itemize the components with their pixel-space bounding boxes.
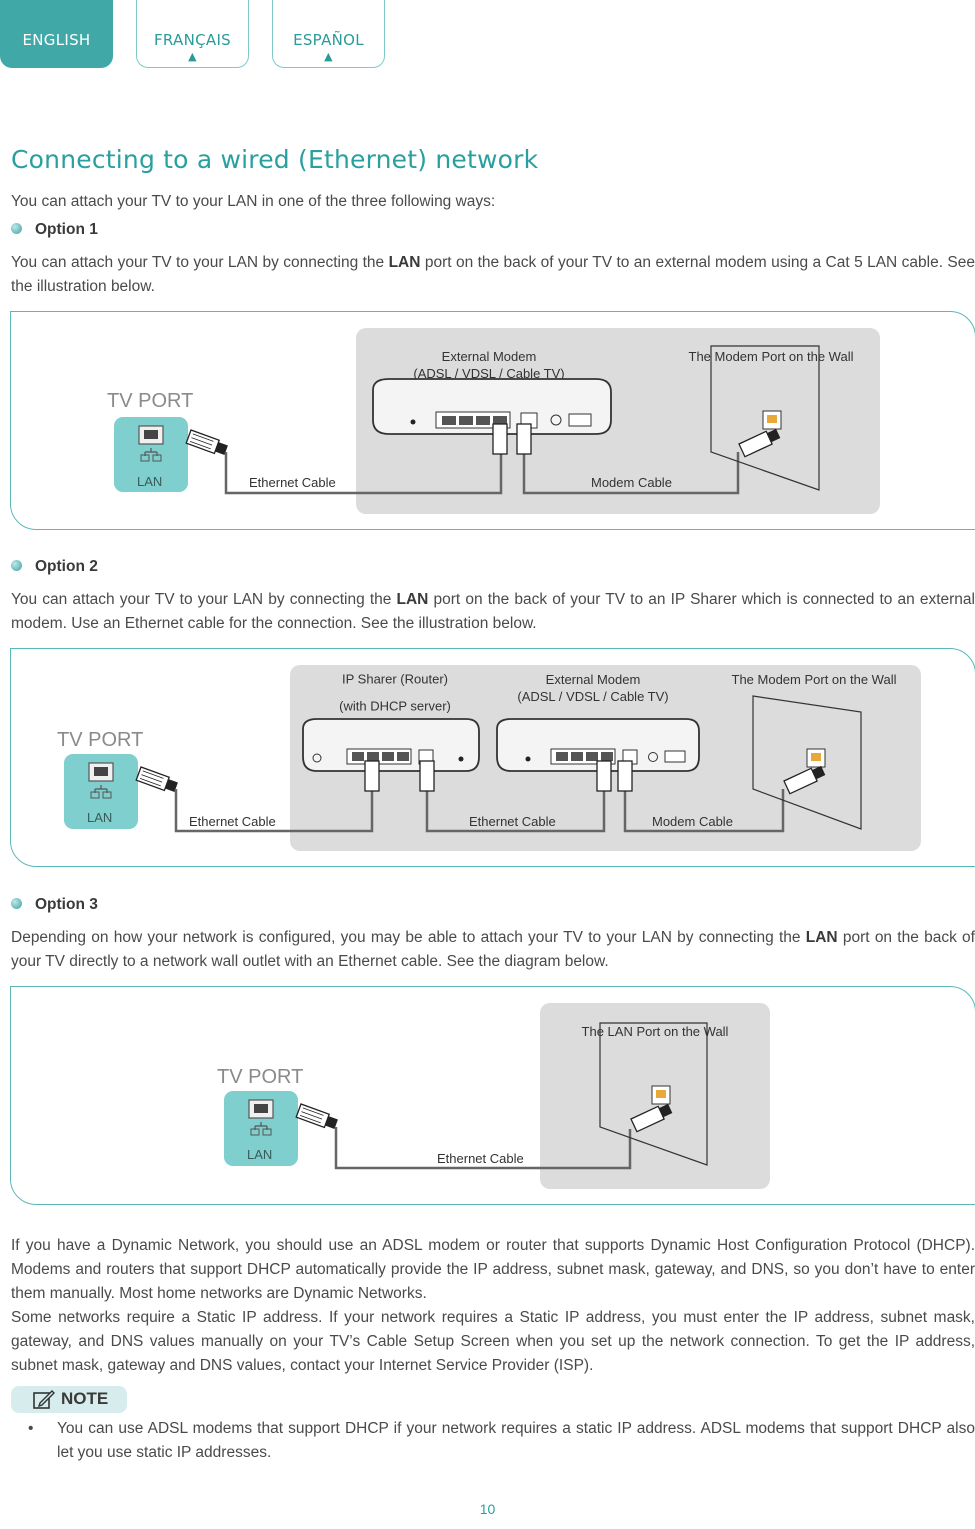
bullet-icon bbox=[11, 560, 22, 571]
note-item: • You can use ADSL modems that support D… bbox=[28, 1417, 975, 1465]
lan-port-icon bbox=[248, 1099, 274, 1136]
ethernet-cable-line bbox=[224, 447, 503, 495]
tv-port-label: TV PORT bbox=[217, 1066, 303, 1088]
wall-outlet-icon bbox=[752, 695, 862, 830]
triangle-up-icon: ▲ bbox=[324, 50, 333, 63]
modem-label-line2: (ADSL / VDSL / Cable TV) bbox=[517, 689, 668, 704]
lan-port-box bbox=[64, 754, 138, 829]
modem-label-line1: External Modem bbox=[442, 349, 537, 364]
note-pencil-icon bbox=[33, 1390, 55, 1409]
lan-port-box bbox=[224, 1091, 298, 1166]
ethernet-plug-icon bbox=[364, 760, 435, 792]
ethernet-plug-icon bbox=[738, 428, 781, 458]
ethernet-plug-icon bbox=[185, 429, 228, 455]
lan-label: LAN bbox=[137, 474, 162, 489]
tab-francais[interactable]: FRANÇAIS ▲ bbox=[136, 0, 249, 68]
note-badge: NOTE bbox=[11, 1386, 127, 1413]
tv-port-label: TV PORT bbox=[107, 390, 193, 412]
bullet-dot-icon: • bbox=[28, 1420, 34, 1437]
tab-english[interactable]: ENGLISH bbox=[0, 0, 113, 68]
lan-label: LAN bbox=[247, 1147, 272, 1162]
ethernet-cable-line-2 bbox=[425, 784, 606, 833]
ethernet-cable-label-1: Ethernet Cable bbox=[189, 814, 276, 829]
ethernet-cable-label: Ethernet Cable bbox=[437, 1151, 524, 1166]
ethernet-plug-icon bbox=[135, 766, 178, 792]
option3-heading: Option 3 bbox=[11, 896, 98, 914]
lan-port-icon bbox=[138, 425, 164, 462]
tab-espanol[interactable]: ESPAÑOL ▲ bbox=[272, 0, 385, 68]
option2-diagram: TV PORT LAN Ethernet Cable Ethernet Cabl… bbox=[10, 648, 975, 867]
option3-text: Depending on how your network is configu… bbox=[11, 929, 975, 970]
router-label-line1: IP Sharer (Router) bbox=[342, 672, 448, 687]
ethernet-plug-icon bbox=[492, 423, 532, 455]
modem-label-line1: External Modem bbox=[546, 672, 641, 687]
ethernet-cable-line-1 bbox=[174, 784, 374, 833]
note-label: NOTE bbox=[61, 1389, 109, 1408]
option2-heading: Option 2 bbox=[11, 558, 98, 576]
wall-outlet-icon bbox=[710, 345, 820, 491]
bullet-icon bbox=[11, 898, 22, 909]
ethernet-plug-icon bbox=[783, 765, 826, 795]
option1-heading: Option 1 bbox=[11, 221, 98, 239]
wall-outlet-icon bbox=[599, 1022, 708, 1166]
lan-port-icon bbox=[88, 762, 114, 799]
tv-port-label: TV PORT bbox=[57, 729, 143, 751]
bullet-icon bbox=[11, 223, 22, 234]
modem-cable-label: Modem Cable bbox=[591, 475, 672, 490]
diagram-background bbox=[356, 328, 880, 514]
lan-label: LAN bbox=[87, 810, 112, 825]
modem-icon bbox=[496, 718, 700, 772]
modem-icon bbox=[372, 378, 612, 435]
intro-text: You can attach your TV to your LAN in on… bbox=[11, 193, 496, 210]
note-item-text: You can use ADSL modems that support DHC… bbox=[57, 1420, 975, 1461]
ethernet-plug-icon bbox=[295, 1103, 338, 1129]
modem-cable-label: Modem Cable bbox=[652, 814, 733, 829]
dynamic-network-paragraph: If you have a Dynamic Network, you shoul… bbox=[11, 1237, 975, 1302]
ethernet-cable-line bbox=[334, 1127, 632, 1170]
modem-cable-line bbox=[623, 784, 785, 833]
lan-port-box bbox=[114, 417, 188, 492]
wall-port-label: The Modem Port on the Wall bbox=[689, 349, 854, 364]
static-ip-paragraph: Some networks require a Static IP addres… bbox=[11, 1309, 975, 1374]
ethernet-plug-icon bbox=[596, 760, 633, 792]
modem-cable-line bbox=[522, 447, 740, 495]
page-title: Connecting to a wired (Ethernet) network bbox=[11, 145, 539, 174]
router-icon bbox=[302, 718, 480, 772]
wall-port-label: The LAN Port on the Wall bbox=[582, 1024, 729, 1039]
tab-english-label: ENGLISH bbox=[22, 31, 91, 49]
router-label-line2: (with DHCP server) bbox=[339, 699, 451, 714]
option3-diagram: TV PORT LAN Ethernet Cable The LAN Port … bbox=[10, 986, 975, 1205]
option2-text: You can attach your TV to your LAN by co… bbox=[11, 591, 975, 632]
ethernet-plug-icon bbox=[630, 1103, 673, 1133]
modem-label-line2: (ADSL / VDSL / Cable TV) bbox=[413, 366, 564, 381]
tab-francais-label: FRANÇAIS bbox=[153, 31, 231, 49]
page-number: 10 bbox=[479, 1501, 496, 1517]
ethernet-cable-label: Ethernet Cable bbox=[249, 475, 336, 490]
wall-port-label: The Modem Port on the Wall bbox=[732, 672, 897, 687]
option1-diagram: TV PORT LAN Ethernet Cable Modem Cable E… bbox=[10, 311, 975, 530]
triangle-up-icon: ▲ bbox=[188, 50, 197, 63]
tab-espanol-label: ESPAÑOL bbox=[293, 31, 364, 49]
option1-text: You can attach your TV to your LAN by co… bbox=[11, 254, 975, 295]
ethernet-cable-label-2: Ethernet Cable bbox=[469, 814, 556, 829]
